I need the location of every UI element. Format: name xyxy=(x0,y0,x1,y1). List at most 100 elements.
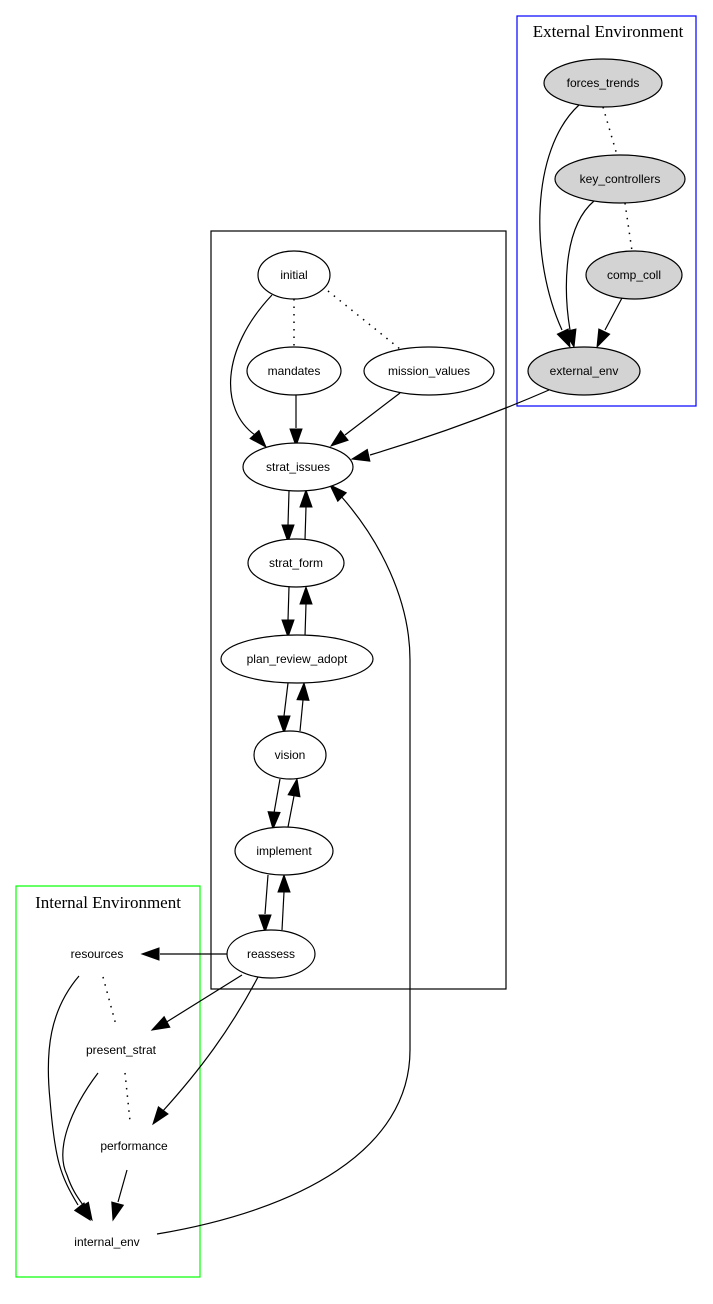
edge-line xyxy=(287,795,295,828)
arrowhead-icon xyxy=(329,429,349,447)
edge-external_env-to-strat_issues xyxy=(350,389,550,462)
edge-line xyxy=(327,290,401,350)
edge-forces_trends-to-key_controllers xyxy=(602,106,618,156)
arrowhead-icon xyxy=(277,873,291,893)
node-shape xyxy=(257,250,331,300)
edge-key_controllers-to-comp_coll xyxy=(624,202,633,252)
edge-line xyxy=(47,975,80,1206)
edge-line xyxy=(287,586,290,621)
edge-line xyxy=(230,294,273,436)
edge-key_controllers-to-external_env xyxy=(563,200,595,349)
node-label: resources xyxy=(71,947,124,961)
arrowhead-icon xyxy=(299,585,313,605)
edge-line xyxy=(264,874,269,915)
node-label: mandates xyxy=(268,364,321,378)
node-strat_issues[interactable]: strat_issues xyxy=(242,442,354,492)
edge-line xyxy=(304,506,307,541)
edge-line xyxy=(273,778,281,814)
node-initial[interactable]: initial xyxy=(257,250,331,300)
node-label: present_strat xyxy=(86,1043,157,1057)
node-shape xyxy=(527,346,641,396)
arrowhead-icon xyxy=(277,715,291,735)
arrowhead-icon xyxy=(152,1105,169,1126)
edge-mission_values-to-strat_issues xyxy=(329,392,401,447)
cluster-border xyxy=(516,15,697,407)
edge-line xyxy=(156,494,411,1235)
cluster-external: External Environment xyxy=(516,15,697,407)
node-shape xyxy=(242,442,354,492)
edge-present_strat-to-internal_env xyxy=(62,1072,99,1222)
edge-line xyxy=(164,974,243,1024)
edge-vision-to-implement xyxy=(267,778,281,831)
edge-reassess-to-present_strat xyxy=(150,974,243,1031)
edge-reassess-to-performance xyxy=(152,976,259,1126)
arrowhead-icon xyxy=(281,524,295,544)
edge-line xyxy=(161,976,259,1113)
arrowhead-icon xyxy=(77,1201,93,1222)
node-label: forces_trends xyxy=(567,76,640,90)
edge-line xyxy=(369,389,550,456)
edge-line xyxy=(299,699,304,732)
arrowhead-icon xyxy=(299,488,313,508)
node-shape xyxy=(543,58,663,108)
node-label: comp_coll xyxy=(607,268,661,282)
node-comp_coll[interactable]: comp_coll xyxy=(585,250,683,300)
node-label: key_controllers xyxy=(580,172,661,186)
node-label: initial xyxy=(280,268,307,282)
edge-implement-to-vision xyxy=(287,777,301,828)
node-vision[interactable]: vision xyxy=(253,730,327,780)
node-external_env[interactable]: external_env xyxy=(527,346,641,396)
node-shape xyxy=(246,346,342,396)
edge-mandates-to-strat_issues xyxy=(289,395,303,448)
arrowhead-icon xyxy=(281,619,295,639)
node-resources[interactable]: resources xyxy=(71,947,124,961)
arrowhead-icon xyxy=(287,777,301,798)
arrowhead-icon xyxy=(140,947,160,961)
cluster-label: External Environment xyxy=(533,22,684,41)
node-reassess[interactable]: reassess xyxy=(226,929,316,979)
node-forces_trends[interactable]: forces_trends xyxy=(543,58,663,108)
edge-performance-to-internal_env xyxy=(111,1169,128,1222)
cluster-label: Internal Environment xyxy=(35,893,181,912)
arrowhead-icon xyxy=(350,448,371,462)
node-label: strat_issues xyxy=(266,460,330,474)
node-label: external_env xyxy=(550,364,619,378)
node-internal_env[interactable]: internal_env xyxy=(74,1235,139,1249)
edge-strat_form-to-strat_issues xyxy=(299,488,313,541)
node-label: reassess xyxy=(247,947,295,961)
node-mission_values[interactable]: mission_values xyxy=(363,346,495,396)
edge-line xyxy=(539,104,580,331)
edge-line xyxy=(117,1169,128,1203)
edge-vision-to-plan_review_adopt xyxy=(296,681,310,732)
cluster-internal: Internal Environment xyxy=(15,885,201,1278)
node-key_controllers[interactable]: key_controllers xyxy=(554,154,686,204)
node-label: vision xyxy=(275,748,306,762)
edge-reassess-to-implement xyxy=(277,873,291,931)
edge-strat_form-to-plan_review_adopt xyxy=(281,586,295,639)
node-plan_review_adopt[interactable]: plan_review_adopt xyxy=(220,634,374,684)
edge-line xyxy=(283,682,289,717)
edge-line xyxy=(287,490,290,526)
node-performance[interactable]: performance xyxy=(100,1139,168,1153)
arrowhead-icon xyxy=(563,328,577,349)
node-strat_form[interactable]: strat_form xyxy=(247,538,345,588)
node-label: internal_env xyxy=(74,1235,139,1249)
edge-resources-to-internal_env xyxy=(47,975,91,1222)
node-label: plan_review_adopt xyxy=(247,652,348,666)
arrowhead-icon xyxy=(111,1201,125,1222)
edge-strat_issues-to-strat_form xyxy=(281,490,295,544)
arrowhead-icon xyxy=(328,483,348,503)
edge-line xyxy=(304,603,307,637)
arrowhead-icon xyxy=(596,328,611,349)
arrowhead-icon xyxy=(258,914,272,934)
edge-initial-to-mission_values xyxy=(327,290,401,350)
node-mandates[interactable]: mandates xyxy=(246,346,342,396)
edge-internal_env-to-strat_issues xyxy=(156,483,411,1235)
edge-line xyxy=(565,200,595,331)
node-present_strat[interactable]: present_strat xyxy=(86,1043,157,1057)
edge-plan_review_adopt-to-vision xyxy=(277,682,291,735)
edge-line xyxy=(62,1072,99,1206)
edge-line xyxy=(102,976,117,1026)
node-implement[interactable]: implement xyxy=(234,826,334,876)
